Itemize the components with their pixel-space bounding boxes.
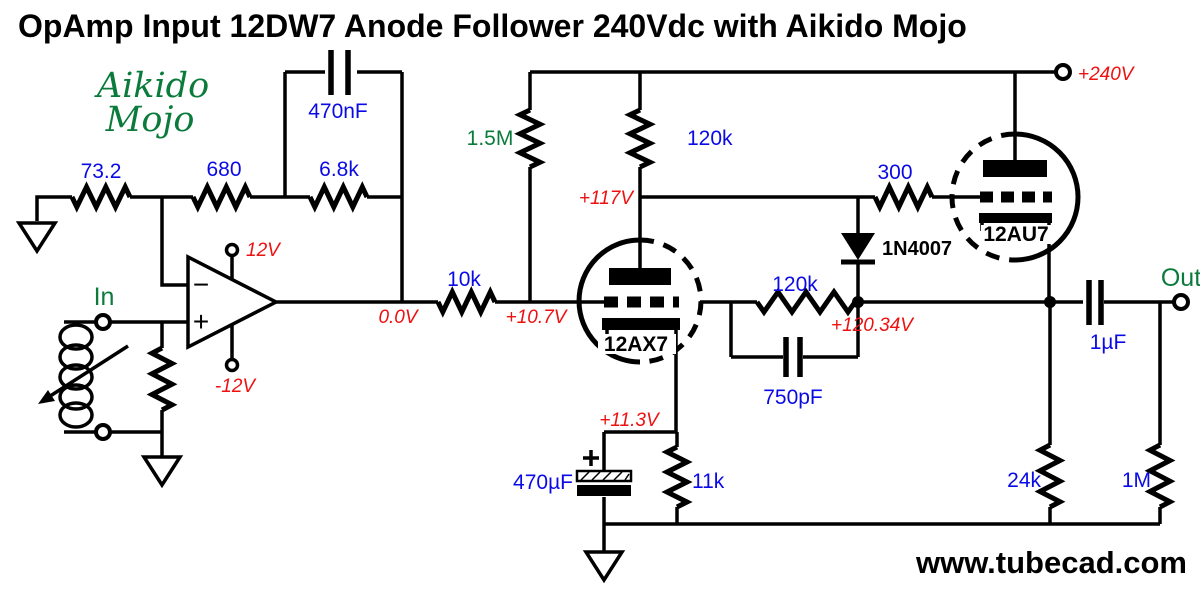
label-in: In — [94, 283, 115, 311]
terminal-b-plus — [1054, 63, 1072, 81]
capacitor-470uF-electrolytic — [575, 450, 633, 496]
label-v-opamp-out: 0.0V — [378, 307, 419, 328]
diode-1N4007-icon — [841, 233, 875, 265]
tube-12AU7: 12AU7 — [949, 131, 1081, 263]
label-r-120k-plate: 120k — [687, 127, 733, 150]
label-v-out-node: +120.34V — [831, 315, 915, 336]
opamp-inverting-sign: − — [193, 269, 209, 300]
envelope-dashed-half — [949, 131, 1016, 263]
opamp-vplus-pin — [224, 242, 240, 258]
junction-dot — [852, 296, 864, 308]
resistor-73.2 — [69, 181, 133, 213]
label-v-plus12: 12V — [246, 240, 282, 261]
label-r-73.2: 73.2 — [81, 160, 122, 183]
label-v-grid1: +10.7V — [506, 307, 569, 328]
label-r-11k: 11k — [692, 470, 725, 493]
label-v-cathode1: +11.3V — [599, 410, 661, 431]
terminal-in-gnd — [94, 423, 112, 441]
label-c-750pF: 750pF — [763, 386, 823, 409]
label-out: Out — [1161, 264, 1200, 292]
site-watermark: www.tubecad.com — [915, 545, 1187, 580]
label-v-b-plus: +240V — [1078, 64, 1136, 85]
label-r-300: 300 — [877, 161, 912, 184]
terminal-out — [1172, 293, 1190, 311]
resistor-input-shunt — [146, 345, 178, 413]
plus-polarity-icon — [583, 450, 599, 466]
label-r-680: 680 — [206, 158, 241, 181]
label-r-10k: 10k — [447, 268, 481, 291]
ground-icon-left — [15, 221, 59, 255]
label-v-minus12: -12V — [215, 376, 257, 397]
tube-label-12ax7: 12AX7 — [604, 333, 668, 356]
resistor-11k — [661, 444, 693, 510]
resistor-1M — [1144, 442, 1176, 510]
label-r-1M: 1M — [1122, 469, 1151, 492]
resistor-120k-plate — [624, 107, 656, 170]
ground-icon-input — [140, 455, 184, 489]
logo-line1: Aikido — [94, 66, 209, 106]
capacitor-750pF — [783, 337, 803, 377]
label-r-120k-mojo: 120k — [772, 273, 818, 296]
envelope-dashed-half — [639, 237, 704, 365]
opamp-noninverting-sign: + — [193, 306, 209, 337]
arrow-head-icon — [38, 390, 55, 404]
resistor-6.8k — [307, 181, 370, 213]
envelope-solid-half — [1014, 131, 1081, 263]
ground-icon-cathode — [582, 550, 626, 584]
cathode-icon — [979, 213, 1052, 223]
label-r-6.8k: 6.8k — [319, 158, 359, 181]
resistor-1.5M — [514, 107, 546, 170]
anode-icon — [609, 268, 671, 285]
terminal-in-hot — [94, 313, 112, 331]
opamp-triangle — [186, 254, 280, 350]
label-c-1uF: 1µF — [1090, 331, 1127, 354]
tube-12AX7: 12AX7 — [576, 237, 704, 365]
label-diode-1N4007: 1N4007 — [882, 238, 952, 260]
envelope-solid-half — [576, 237, 641, 365]
resistor-24k — [1034, 442, 1066, 510]
label-c-470nF: 470nF — [308, 100, 368, 123]
label-c-470uF: 470µF — [513, 471, 573, 494]
anode-icon — [983, 160, 1047, 177]
resistor-300 — [872, 181, 935, 213]
capacitor-470nF — [328, 50, 351, 95]
capacitor-1uF — [1086, 280, 1104, 325]
page-title: OpAmp Input 12DW7 Anode Follower 240Vdc … — [18, 8, 967, 44]
wire-feedback-network — [35, 70, 404, 457]
label-v-plate: +117V — [579, 188, 635, 209]
wire-main — [276, 70, 1174, 552]
label-r-1.5M: 1.5M — [467, 127, 514, 150]
cathode-icon — [602, 318, 680, 330]
logo-line2: Mojo — [105, 100, 195, 140]
resistor-120k-mojo — [754, 287, 858, 317]
junction-dot — [1044, 296, 1056, 308]
label-r-24k: 24k — [1007, 469, 1041, 492]
resistor-10k — [435, 286, 498, 318]
opamp: − + — [186, 242, 280, 373]
resistor-680 — [190, 181, 253, 213]
variable-inductor-icon — [38, 323, 129, 429]
opamp-vminus-pin — [224, 357, 240, 373]
tube-label-12au7: 12AU7 — [983, 223, 1048, 246]
